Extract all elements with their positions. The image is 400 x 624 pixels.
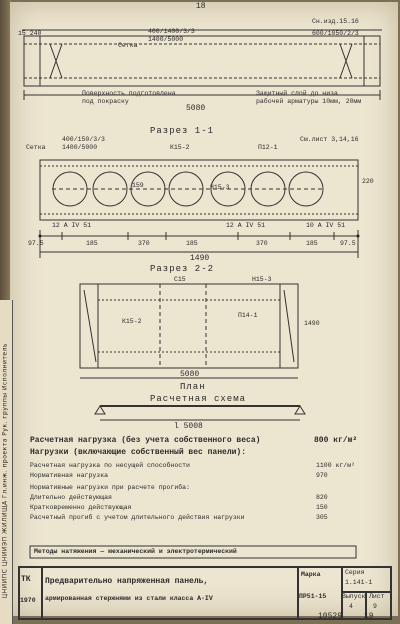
seriya-value: 1.141-1 bbox=[345, 579, 373, 586]
plan-length: 5080 bbox=[186, 104, 206, 113]
dim-6: 185 bbox=[306, 240, 318, 247]
section-2-h-label: Н15-3 bbox=[252, 276, 272, 283]
section-1-title: Разрез 1-1 bbox=[150, 126, 215, 136]
vypusk-value: 4 bbox=[349, 603, 353, 610]
section-1-height: 220 bbox=[362, 178, 374, 185]
section-1-circle-mark: 159 bbox=[132, 182, 144, 189]
surface-note-1: Поверхность подготовлена bbox=[82, 90, 176, 97]
list-value: 9 bbox=[373, 603, 377, 610]
section-2-title: Разрез 2-2 bbox=[150, 264, 215, 274]
dim-4: 185 bbox=[186, 240, 198, 247]
section-1-grid-label: Сетка bbox=[26, 144, 46, 151]
section-1-total: 1490 bbox=[190, 254, 210, 263]
marka-cell bbox=[297, 567, 343, 619]
grid-spec-top: 400/1400/3/3 bbox=[148, 28, 195, 35]
top-left-dims: 15 240 bbox=[18, 30, 42, 37]
grid-spec-right-2: 600/1050/2/3 bbox=[312, 30, 359, 37]
bar-right: 10 А IV 51 bbox=[306, 222, 346, 229]
title-line-1: Предварительно напряженная панель, bbox=[45, 577, 209, 586]
load-row-1-value: 1100 кг/м² bbox=[316, 462, 356, 469]
section-1-k-label: К15-2 bbox=[170, 144, 190, 151]
sheet-number: 18 bbox=[196, 2, 206, 11]
plan-title: План bbox=[180, 382, 206, 392]
name-cell bbox=[41, 567, 299, 619]
section-2-k-label: К15-2 bbox=[122, 318, 142, 325]
title-line-2: армированная стержнями из стали класса А… bbox=[45, 595, 213, 602]
list-cell bbox=[365, 591, 391, 619]
section-1-grid-spec-2: 1400/5000 bbox=[62, 144, 98, 151]
marka-value: ПР51-15 bbox=[299, 593, 327, 600]
tk-cell bbox=[19, 567, 43, 619]
year: 1970 bbox=[20, 597, 36, 604]
design-load-value: 800 кг/м² bbox=[314, 436, 358, 445]
methods-label: Методы натяжения — механический и электр… bbox=[34, 548, 237, 555]
load-row-2-label: Нормативная нагрузка bbox=[30, 472, 109, 479]
grid-label: Сетка bbox=[118, 42, 138, 49]
section-1-ref: См.лист 3,14,16 bbox=[300, 136, 359, 143]
section-2-height: 1490 bbox=[304, 320, 320, 327]
side-stamp-strip: ЦНИИПС ЦНИИЭП ЖИЛИЩА Гл.инж. проекта Рук… bbox=[0, 300, 13, 624]
stamp-suffix: 19 bbox=[364, 612, 374, 621]
load-row-4-value: 820 bbox=[316, 494, 328, 501]
scheme-span: l 5008 bbox=[174, 422, 203, 431]
section-2-length: 5080 bbox=[180, 370, 200, 379]
dim-5: 370 bbox=[256, 240, 268, 247]
bar-left: 12 А IV 51 bbox=[52, 222, 92, 229]
cover-note-2: рабочей арматуры 10мм, 20мм bbox=[256, 98, 362, 105]
load-row-3-label: Нормативные нагрузки при расчете прогиба… bbox=[30, 484, 190, 491]
surface-note-2: под покраску bbox=[82, 98, 129, 105]
vypusk-label: Выпуск bbox=[342, 593, 366, 600]
dim-3: 370 bbox=[138, 240, 150, 247]
cover-note-1: Защитный слой до низа bbox=[256, 90, 338, 97]
tk-label: ТК bbox=[21, 575, 31, 584]
load-row-5-value: 150 bbox=[316, 504, 328, 511]
grid-spec-top-2: 1400/5000 bbox=[148, 36, 184, 43]
dim-7: 97.5 bbox=[340, 240, 356, 247]
load-row-5-label: Кратковременно действующая bbox=[30, 504, 132, 511]
section-1-grid-spec: 400/150/3/3 bbox=[62, 136, 105, 143]
drawing-sheet bbox=[10, 2, 398, 616]
title-block: ТК 1970 Предварительно напряженная панел… bbox=[18, 566, 392, 620]
loads-incl-label: Нагрузки (включающие собственный вес пан… bbox=[30, 448, 247, 457]
section-1-p-label: П12-1 bbox=[258, 144, 278, 151]
dim-2: 185 bbox=[86, 240, 98, 247]
bar-mid: 12 А IV 51 bbox=[226, 222, 266, 229]
dim-1: 97.5 bbox=[28, 240, 44, 247]
load-row-2-value: 970 bbox=[316, 472, 328, 479]
load-row-6-label: Расчетный прогиб с учетом длительного де… bbox=[30, 514, 245, 521]
load-row-1-label: Расчетная нагрузка по несущей способност… bbox=[30, 462, 190, 469]
load-row-4-label: Длительно действующая bbox=[30, 494, 112, 501]
list-label: Лист bbox=[369, 593, 385, 600]
marka-label: Марка bbox=[301, 571, 321, 578]
vypusk-cell bbox=[341, 591, 367, 619]
grid-spec-right: Сн.изд.15.16 bbox=[312, 18, 359, 25]
load-row-6-value: 305 bbox=[316, 514, 328, 521]
stamp-number: 10529 bbox=[318, 612, 343, 621]
scheme-title: Расчетная схема bbox=[150, 394, 247, 404]
section-2-p-label: П14-1 bbox=[238, 312, 258, 319]
seriya-label: Серия bbox=[345, 569, 365, 576]
design-load-label: Расчетная нагрузка (без учета собственно… bbox=[30, 436, 261, 445]
section-2-c-label: С15 bbox=[174, 276, 186, 283]
section-1-h-label: Н15-3 bbox=[210, 184, 230, 191]
